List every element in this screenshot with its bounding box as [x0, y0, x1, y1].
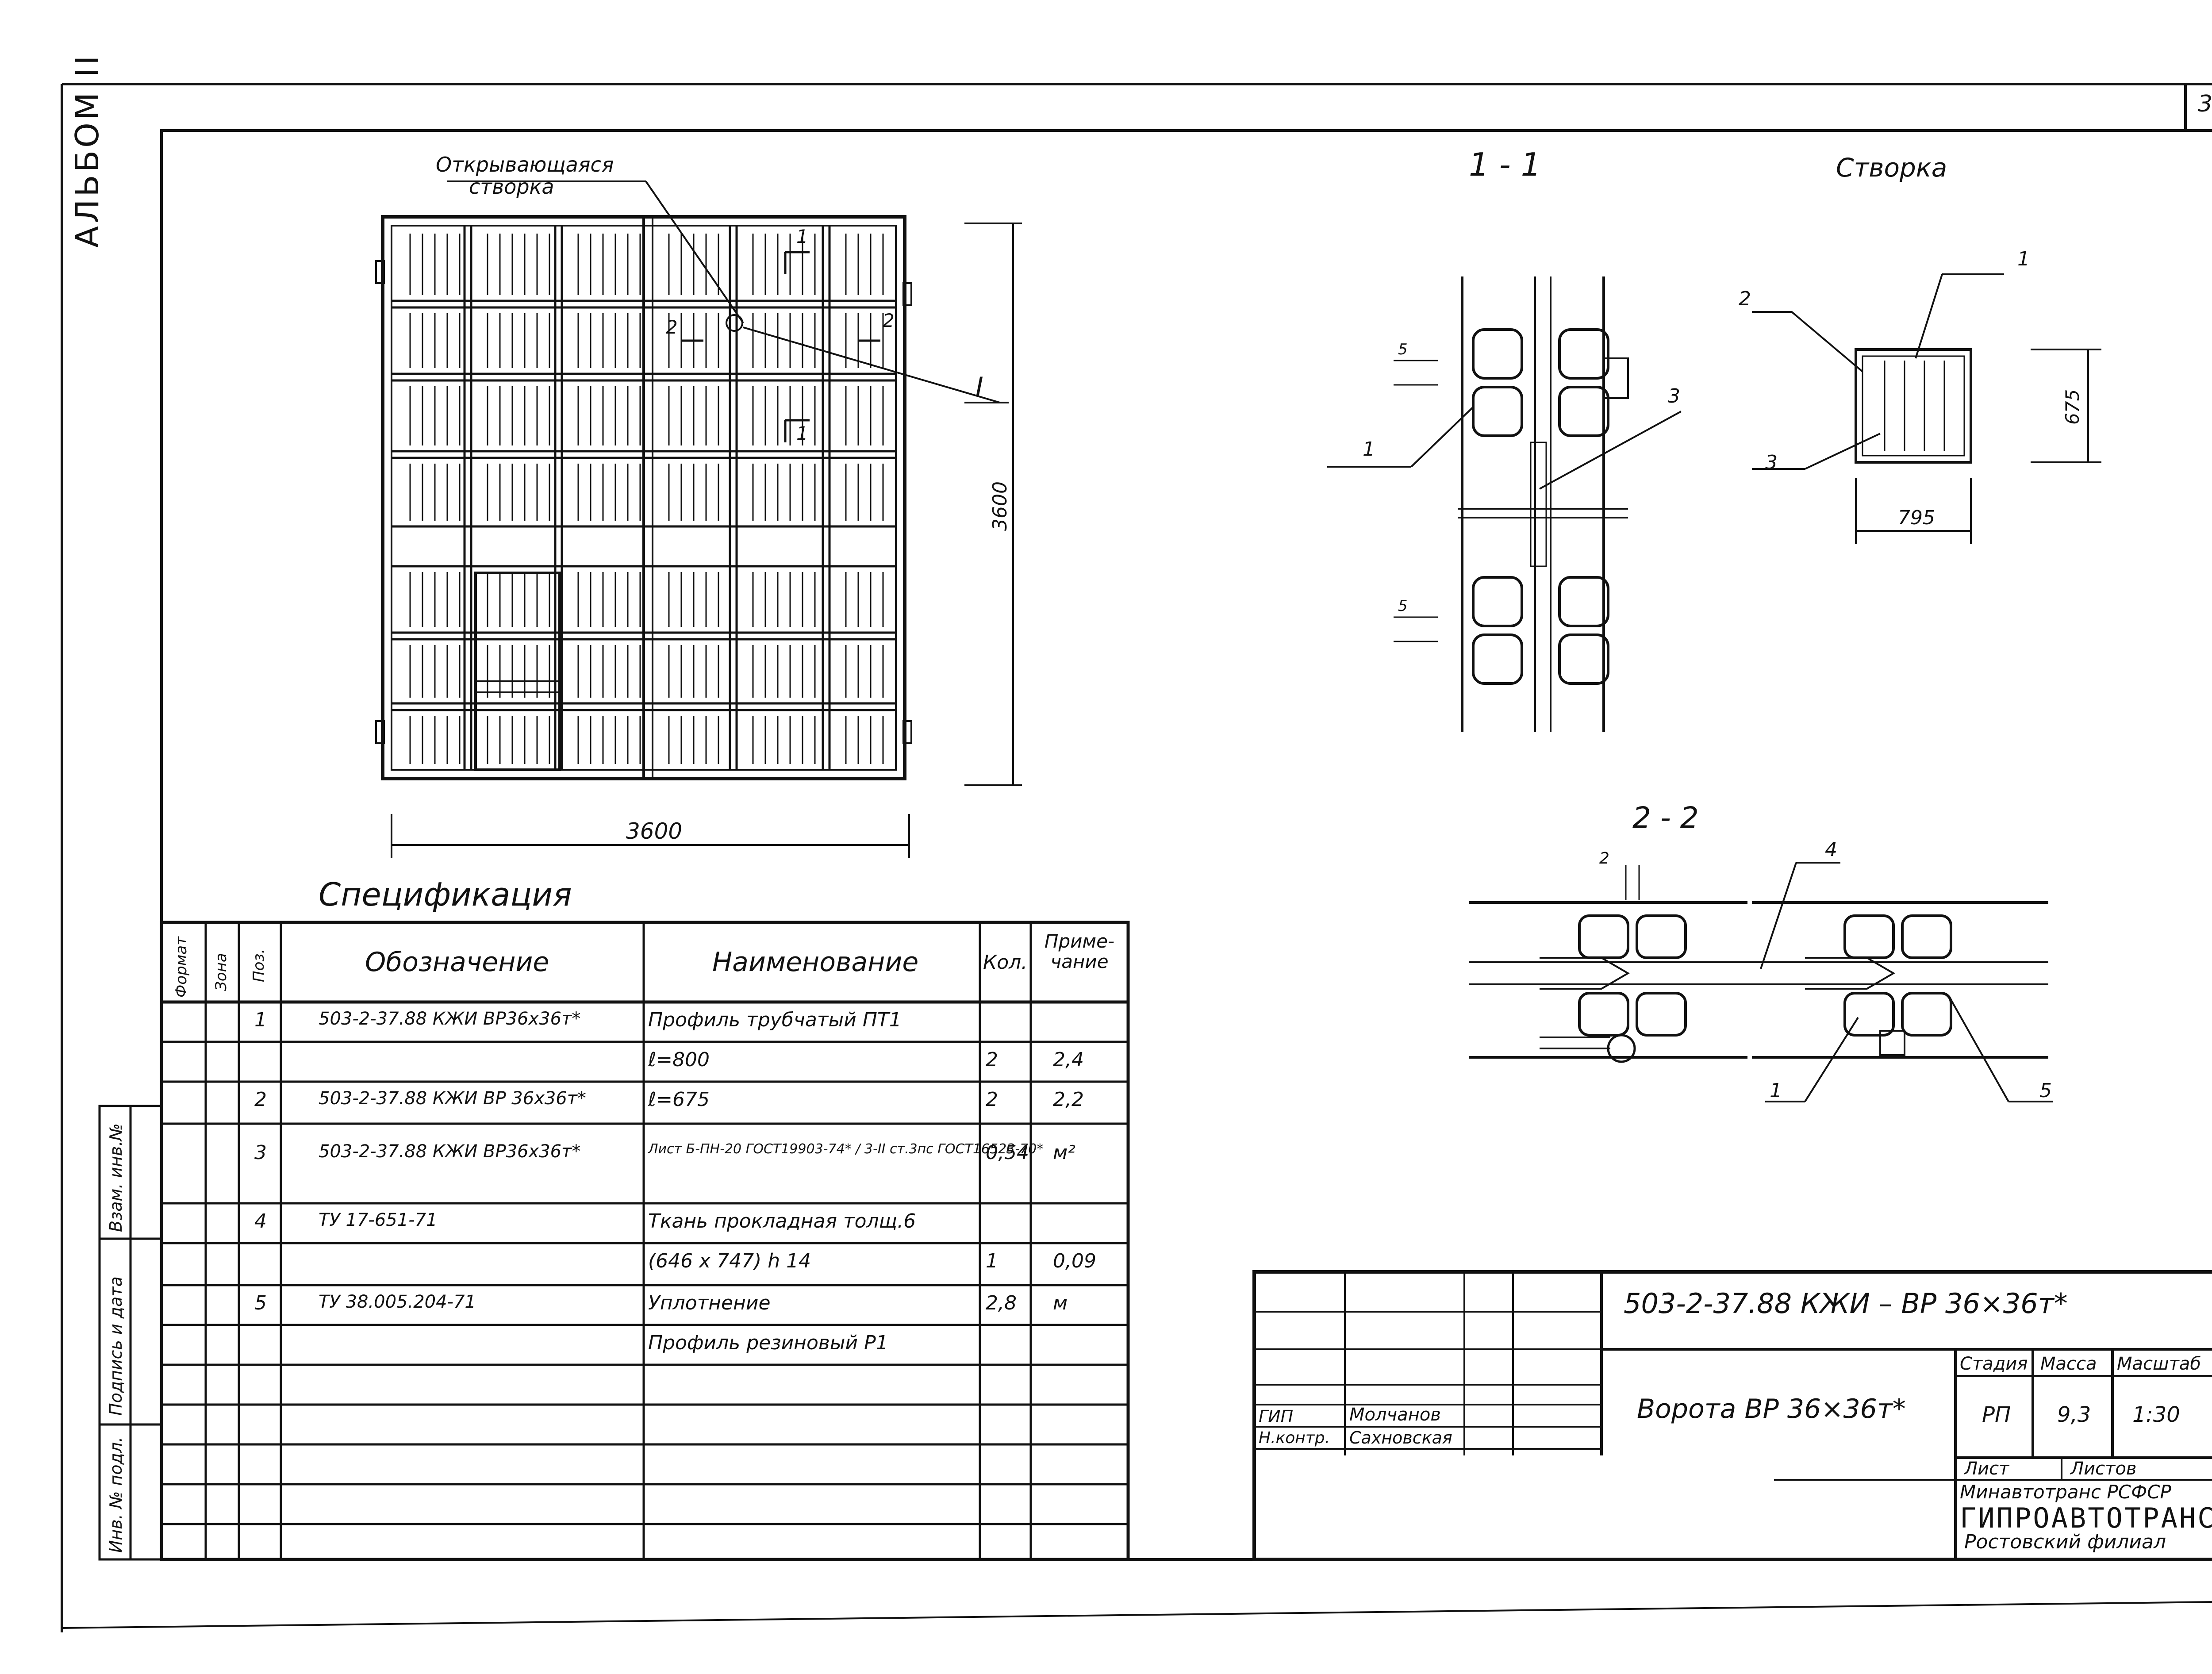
spec-table-grid	[160, 921, 1130, 1561]
spec-cell-qty: 1	[986, 1250, 998, 1272]
spec-cell-pos: 2	[254, 1088, 267, 1111]
spec-cell-name: Уплотнение	[648, 1292, 771, 1314]
side-stamp-vzam: Взам. инв.№	[106, 1123, 126, 1232]
spec-header-qty: Кол.	[983, 951, 1028, 974]
title-block-role-gip: ГИП	[1259, 1407, 1294, 1426]
spec-header-format: Формат	[173, 937, 190, 998]
spec-title: Спецификация	[319, 876, 572, 913]
stvorka-callout-2: 2	[1739, 288, 1751, 310]
title-block-name-nkontr: Сахновская	[1349, 1428, 1452, 1447]
spec-header-note: Приме- чание	[1044, 930, 1115, 972]
section-2-2-drawing	[1469, 862, 2053, 1102]
spec-cell-note: 0,09	[1053, 1250, 1096, 1272]
spec-cell-note: м	[1053, 1292, 1068, 1314]
spec-cell-qty: 2,8	[986, 1292, 1017, 1314]
section-1-1-callout-3: 3	[1668, 385, 1680, 407]
side-stamp-podpis: Подпись и дата	[106, 1276, 126, 1416]
section-1-1-title: 1 - 1	[1469, 146, 1541, 183]
height-dimension: 3600	[989, 481, 1011, 531]
spec-cell-pos: 5	[254, 1292, 267, 1314]
spec-cell-note: м²	[1053, 1141, 1075, 1164]
spec-cell-note: 2,4	[1053, 1048, 1084, 1071]
callout-opening-leaf-line1: Открывающаяся	[436, 153, 614, 177]
spec-cell-designation: ТУ 17-651-71	[319, 1210, 438, 1230]
title-block-scale: 1:30	[2132, 1402, 2180, 1427]
stvorka-drawing	[1752, 273, 2101, 544]
album-label: АЛЬБОМ II	[69, 53, 106, 248]
spec-cell-note: 2,2	[1053, 1088, 1084, 1111]
title-block-name-gip: Молчанов	[1349, 1405, 1441, 1425]
callout-opening-leaf-line2: створка	[469, 175, 554, 199]
spec-header-pos: Поз.	[250, 948, 268, 982]
section-2-2-dim: 2	[1599, 849, 1609, 868]
spec-cell-name: Лист Б-ПН-20 ГОСТ19903-74* / 3-II ст.3пс…	[648, 1141, 1044, 1157]
spec-cell-designation: 503-2-37.88 КЖИ ВР36х36т*	[319, 1009, 581, 1029]
spec-cell-pos: 4	[254, 1210, 267, 1232]
title-block-stage-label: Стадия	[1960, 1354, 2028, 1374]
stvorka-dim-width: 795	[1898, 507, 1935, 529]
spec-cell-qty: 0,54	[986, 1141, 1029, 1164]
title-block-grid	[1252, 1270, 2212, 1561]
gate-elevation	[375, 180, 1022, 858]
section-mark-2-right: 2	[883, 310, 895, 331]
spec-header-designation: Обозначение	[365, 947, 549, 978]
section-1-1-dim-top: 5	[1398, 341, 1408, 358]
spec-cell-name: Профиль трубчатый ПТ1	[648, 1009, 902, 1031]
sheet-number: 33	[2198, 91, 2212, 117]
section-mark-2-left: 2	[666, 316, 678, 338]
spec-cell-qty: 2	[986, 1088, 998, 1111]
title-block-scale-label: Масштаб	[2117, 1354, 2201, 1374]
spec-cell-designation: 503-2-37.88 КЖИ ВР 36х36т*	[319, 1088, 587, 1109]
spec-header-zone: Зона	[212, 953, 230, 991]
title-block-code: 503-2-37.88 КЖИ – ВР 36×36т*	[1624, 1287, 2068, 1320]
title-block-org-line2: ГИПРОАВТОТРАНС	[1960, 1502, 2212, 1534]
spec-cell-designation: 503-2-37.88 КЖИ ВР36х36т*	[319, 1141, 581, 1162]
title-block-title: Ворота ВР 36×36т*	[1637, 1394, 1906, 1424]
title-block-role-nkontr: Н.контр.	[1259, 1429, 1330, 1447]
stvorka-dim-height: 675	[2062, 389, 2083, 425]
spec-cell-qty: 2	[986, 1048, 998, 1071]
spec-cell-name: Ткань прокладная толщ.6	[648, 1210, 916, 1232]
title-block-sheet-label: Лист	[1964, 1459, 2009, 1479]
section-2-2-callout-1: 1	[1770, 1079, 1782, 1102]
spec-cell-pos: 3	[254, 1141, 267, 1164]
title-block-mass-label: Масса	[2040, 1354, 2097, 1374]
section-1-1-drawing	[1327, 276, 1682, 732]
title-block-mass: 9,3	[2057, 1402, 2091, 1427]
title-block-org-line1: Минавтотранс РСФСР	[1960, 1481, 2171, 1503]
side-stamp-grid	[98, 1105, 163, 1561]
section-mark-1-top: 1	[796, 226, 808, 247]
stvorka-callout-3: 3	[1765, 451, 1778, 474]
side-stamp-inv-podl: Инв. № подл.	[106, 1436, 126, 1553]
width-dimension: 3600	[626, 818, 683, 844]
title-block-sheets-label: Листов	[2070, 1459, 2137, 1479]
stvorka-callout-1: 1	[2017, 248, 2030, 270]
section-2-2-callout-4: 4	[1825, 838, 1837, 861]
section-mark-1-bottom: 1	[796, 422, 808, 444]
spec-cell-name: (646 х 747) ℎ 14	[648, 1250, 811, 1272]
title-block-org-line3: Ростовский филиал	[1964, 1531, 2166, 1553]
spec-cell-name: Профиль резиновый Р1	[648, 1332, 888, 1354]
spec-cell-pos: 1	[254, 1009, 267, 1031]
detail-mark: I	[975, 372, 983, 403]
spec-cell-name: ℓ=675	[648, 1088, 710, 1111]
spec-cell-designation: ТУ 38.005.204-71	[319, 1292, 476, 1312]
section-1-1-callout-1: 1	[1363, 438, 1375, 461]
section-1-1-dim-bottom: 5	[1398, 597, 1408, 615]
stvorka-title: Створка	[1836, 153, 1947, 183]
title-block-stage: РП	[1982, 1402, 2011, 1427]
section-2-2-title: 2 - 2	[1632, 801, 1699, 835]
spec-cell-name: ℓ=800	[648, 1048, 710, 1071]
section-2-2-callout-5: 5	[2039, 1079, 2052, 1102]
spec-header-name: Наименование	[712, 947, 919, 978]
